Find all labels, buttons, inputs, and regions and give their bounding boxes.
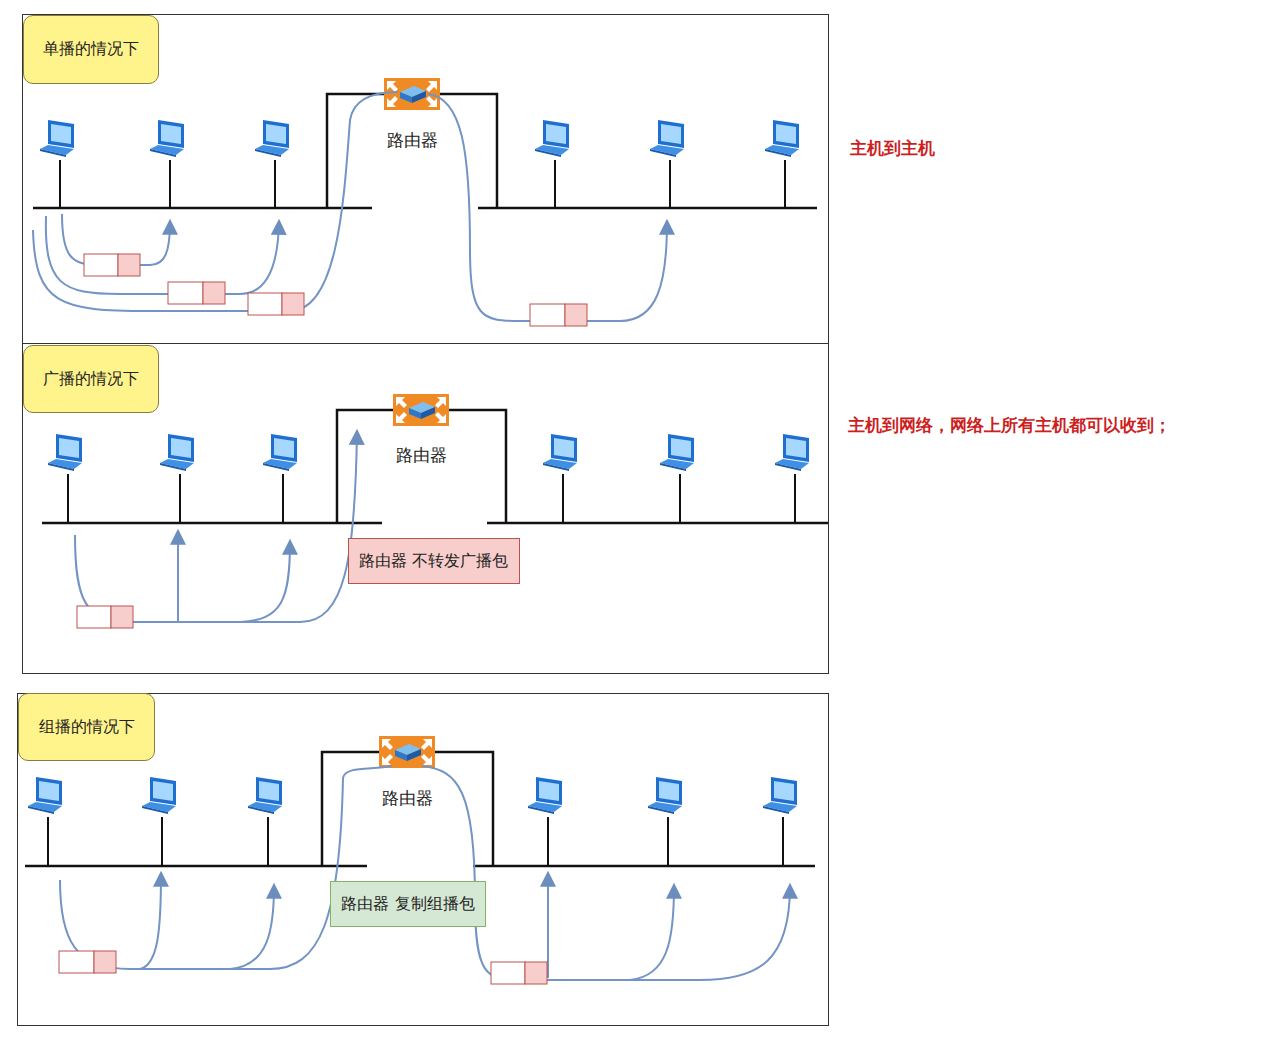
node-text: 单播的情况下 bbox=[43, 39, 139, 60]
case-tag: 单播的情况下 bbox=[23, 15, 159, 84]
node-text: 广播的情况下 bbox=[43, 369, 139, 390]
annotation-note: 主机到网络，网络上所有主机都可以收到； bbox=[848, 414, 1171, 437]
case-tag: 组播的情况下 bbox=[18, 693, 155, 761]
router-label: 路由器 bbox=[385, 129, 440, 152]
panel-frame bbox=[23, 15, 829, 344]
router-label: 路由器 bbox=[394, 444, 449, 467]
router-note: 路由器 复制组播包 bbox=[330, 881, 486, 927]
case-tag: 广播的情况下 bbox=[23, 345, 159, 413]
panel-frame bbox=[23, 344, 829, 674]
router-label: 路由器 bbox=[380, 787, 435, 810]
node-text: 路由器 复制组播包 bbox=[341, 894, 474, 915]
node-text: 组播的情况下 bbox=[39, 717, 135, 738]
host-stems bbox=[48, 160, 795, 866]
router-note: 路由器 不转发广播包 bbox=[348, 538, 520, 584]
router-icons bbox=[379, 78, 449, 768]
node-text: 路由器 不转发广播包 bbox=[359, 551, 508, 572]
packet-flows bbox=[33, 92, 790, 980]
panel-frame bbox=[18, 694, 829, 1026]
annotation-note: 主机到主机 bbox=[850, 137, 935, 160]
